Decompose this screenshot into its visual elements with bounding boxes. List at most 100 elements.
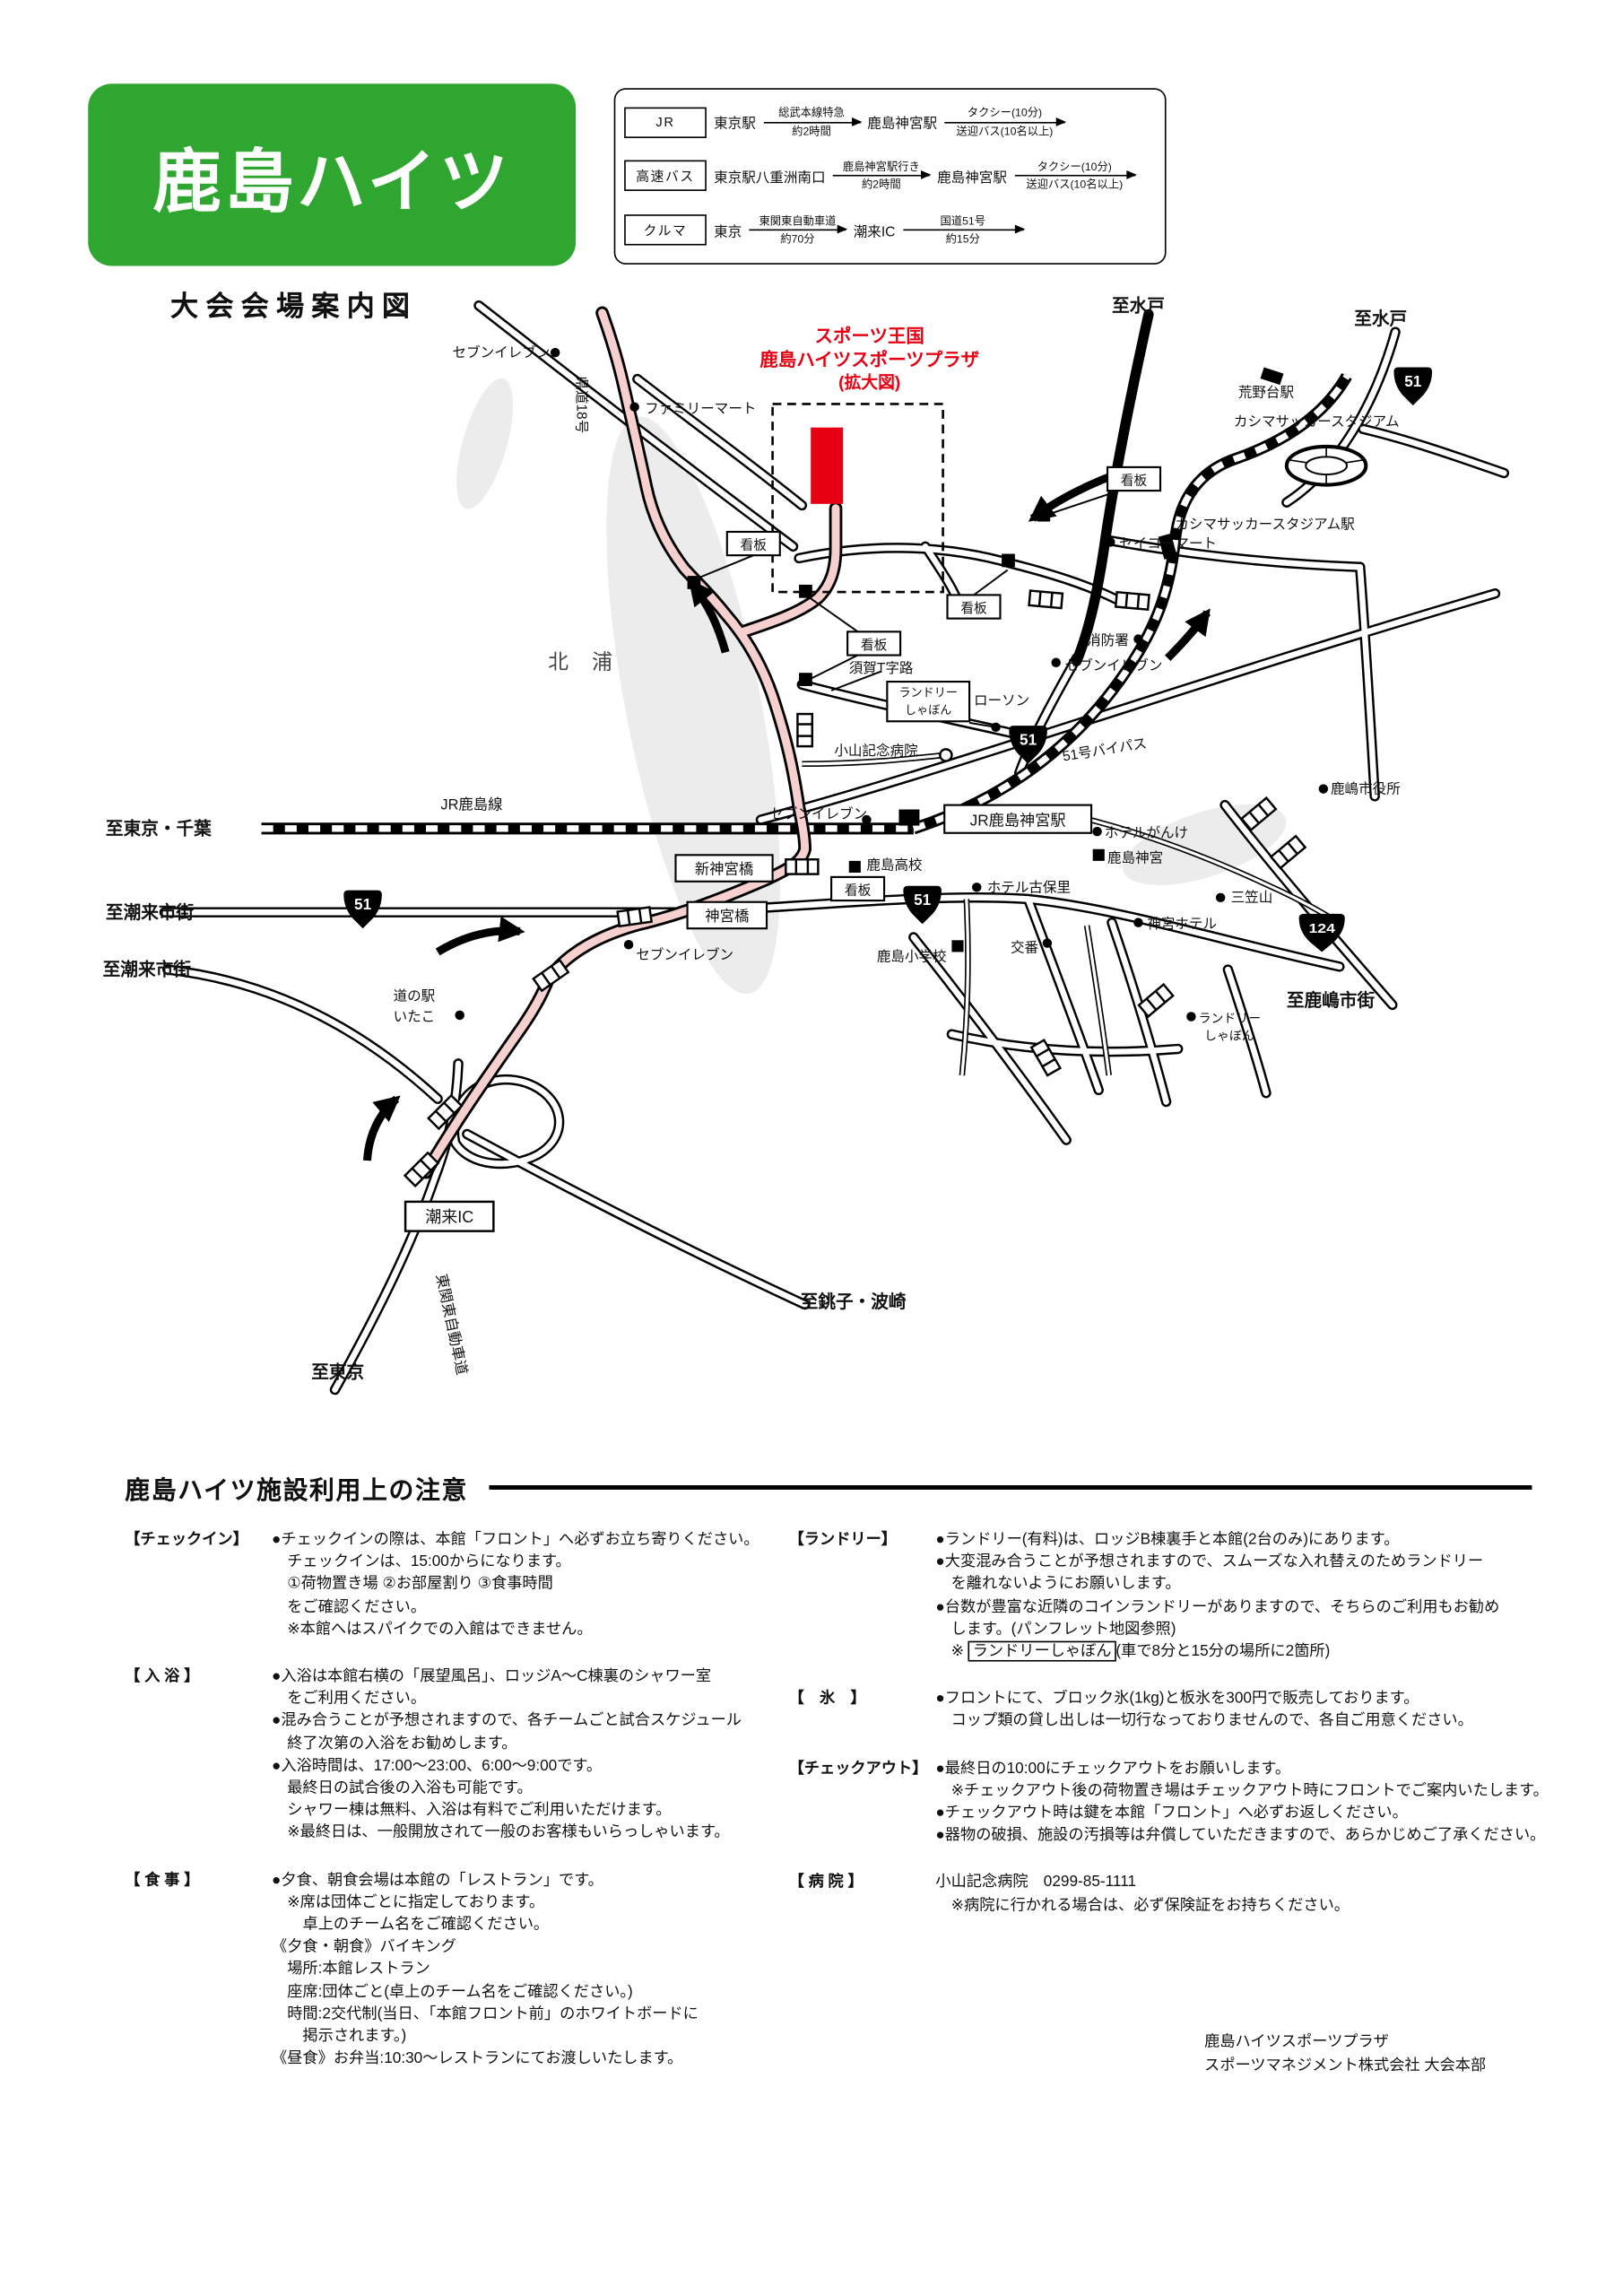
route-segment: タクシー(10分) 送迎バス(10名以上) xyxy=(1014,161,1137,193)
seiko-mart-dot xyxy=(1106,537,1115,547)
access-row-highway-bus: 高速バス 東京駅八重洲南口 鹿島神宮駅行き 約2時間 鹿島神宮駅 タクシー(10… xyxy=(624,150,1156,203)
section-laundry: 【ランドリー】 ●ランドリー(有料)は、ロッジB棟裏手と本館(2台のみ)にありま… xyxy=(789,1529,1549,1663)
svg-text:看板: 看板 xyxy=(741,537,768,553)
seven-eleven-dot xyxy=(623,939,634,950)
logo-title: 鹿島ハイツ xyxy=(152,142,512,220)
heading-rule xyxy=(488,1485,1532,1490)
section-hospital: 【 病 院 】 小山記念病院 0299-85-1111 ※病院に行かれる場合は、… xyxy=(788,1874,1350,1914)
arrow-right-icon xyxy=(749,224,848,234)
organizer-line1: 鹿島ハイツスポーツプラザ xyxy=(1204,2032,1389,2051)
label-higashi-kanto-expwy: 東関東自動車道 xyxy=(433,1273,470,1377)
svg-text:51: 51 xyxy=(1020,730,1037,748)
kanban-square xyxy=(799,584,812,598)
svg-text:51: 51 xyxy=(1404,372,1422,390)
michinoeki-dot xyxy=(455,1010,464,1021)
label-mikasayama: 三笠山 xyxy=(1231,890,1273,906)
section-checkout: 【チェックアウト】 ●最終日の10:00にチェックアウトをお願いします。 ※チェ… xyxy=(788,1759,1549,1845)
laundry-shabon-note: ※ ランドリーしゃぼん(車で8分と15分の場所に2箇所) xyxy=(950,1640,1331,1662)
laundry-shabon-box: ランドリー しゃぼん xyxy=(886,680,971,723)
map-title: 大会会場案内図 xyxy=(170,291,418,324)
label-kashima-stadium: カシマサッカースタジアム xyxy=(1234,413,1400,430)
label-michinoeki: いたこ xyxy=(394,1008,436,1024)
seven-eleven-dot xyxy=(550,347,560,358)
kanban-box: 看板 xyxy=(946,594,1002,620)
shin-jingu-bridge-box: 新神宮橋 xyxy=(674,854,774,883)
label-suga-t: 須賀T字路 xyxy=(849,660,914,676)
svg-text:ランドリー: ランドリー xyxy=(898,685,957,699)
label-seven-eleven: セブンイレブン xyxy=(769,804,867,822)
route-124-shield: 124 xyxy=(1298,913,1345,952)
organizer-footer: 鹿島ハイツスポーツプラザ スポーツマネジメント株式会社 大会本部 xyxy=(1204,2031,1486,2077)
itako-ic-box: 潮来IC xyxy=(404,1200,495,1232)
label-seven-eleven: セブンイレブン xyxy=(453,344,551,361)
label-jr-kashima-line: JR鹿島線 xyxy=(440,797,502,813)
hotel-kohori-dot xyxy=(972,883,982,892)
svg-text:潮来IC: 潮来IC xyxy=(425,1208,473,1226)
route-segment: 国道51号 約15分 xyxy=(902,214,1025,247)
facility-notes: 鹿島ハイツ施設利用上の注意 【チェックイン】 ●チェックインの際は、本館「フロン… xyxy=(125,1469,1549,2096)
svg-text:51: 51 xyxy=(914,891,932,909)
label-to-itako: 至潮来市街 xyxy=(103,960,192,980)
label-venue-line2: 鹿島ハイツスポーツプラザ xyxy=(759,349,979,370)
stadium-icon xyxy=(1284,444,1368,487)
mode-box-car: クルマ xyxy=(624,214,707,246)
mode-box-jr: JR xyxy=(624,107,707,138)
route-51-shield: 51 xyxy=(343,890,382,929)
logo-kashima-heights: 鹿島ハイツ xyxy=(88,83,577,266)
label-lawson: ローソン xyxy=(974,693,1029,709)
section-meal: 【 食 事 】 ●夕食、朝食会場は本館の「レストラン」です。 ※席は団体ごとに指… xyxy=(125,1871,699,2068)
kashima-hs-square xyxy=(848,860,861,873)
minor-road-centers xyxy=(802,753,1335,1076)
stop-label: 鹿島神宮駅 xyxy=(867,116,938,133)
koban-dot xyxy=(1042,938,1053,948)
label-city-office: 鹿嶋市役所 xyxy=(1331,781,1401,797)
label-venue-line3: (拡大図) xyxy=(838,371,900,391)
label-laundry-shabon: ランドリー xyxy=(1199,1011,1262,1025)
label-kendo-18: 県道18号 xyxy=(574,376,590,433)
seven-eleven-dot xyxy=(1051,657,1061,667)
label-hotel-ganke: ホテルがんけ xyxy=(1105,825,1188,841)
venue-building xyxy=(811,427,844,504)
minor-roads xyxy=(802,752,1336,1076)
label-venue-line1: スポーツ王国 xyxy=(814,326,924,347)
route-segment: タクシー(10分) 送迎バス(10名以上) xyxy=(944,107,1067,139)
fire-station-dot xyxy=(1133,634,1143,644)
jingu-bridge-box: 神宮橋 xyxy=(686,900,768,930)
svg-text:新神宮橋: 新神宮橋 xyxy=(695,862,754,878)
label-to-tokyo: 至東京 xyxy=(311,1361,364,1382)
svg-text:看板: 看板 xyxy=(845,883,872,899)
kanban-square xyxy=(799,673,812,686)
route-51-shield: 51 xyxy=(1393,367,1433,406)
family-mart-dot xyxy=(629,402,639,412)
arrow-right-icon xyxy=(762,117,862,126)
route-segment: 鹿島神宮駅行き 約2時間 xyxy=(832,161,932,193)
label-seven-eleven: セブンイレブン xyxy=(1065,657,1163,674)
svg-text:JR鹿島神宮駅: JR鹿島神宮駅 xyxy=(970,812,1066,830)
svg-text:124: 124 xyxy=(1308,921,1334,935)
notes-left-column: 【チェックイン】 ●チェックインの際は、本館「フロント」へ必ずお立ち寄りください… xyxy=(125,1529,788,2095)
arrow-right-icon xyxy=(902,224,1025,234)
kanban-box: 看板 xyxy=(725,530,781,557)
jingu-hotel-dot xyxy=(1133,918,1143,927)
label-arano-station: 荒野台駅 xyxy=(1238,384,1295,400)
stop-label: 東京 xyxy=(714,224,742,241)
arrow-right-icon xyxy=(1014,170,1137,180)
route-shields: 51 51 51 51 124 xyxy=(343,367,1433,952)
notes-heading: 鹿島ハイツ施設利用上の注意 xyxy=(125,1476,468,1505)
label-kashima-hs: 鹿島高校 xyxy=(866,857,923,874)
venue-map: 看板 看板 看板 看板 看板 新神宮橋 神宮橋 JR鹿島神宮駅 潮来IC ランド… xyxy=(103,295,1510,1396)
koyama-hospital-circle xyxy=(939,748,953,762)
svg-text:看板: 看板 xyxy=(861,637,888,653)
label-to-kashima-city: 至鹿嶋市街 xyxy=(1287,990,1376,1011)
jr-kashima-jingu-station-box: JR鹿島神宮駅 xyxy=(943,804,1093,834)
label-michinoeki: 道の駅 xyxy=(394,987,436,1004)
arrow-right-icon xyxy=(832,170,932,180)
poi-markers xyxy=(455,347,1368,1022)
label-to-mito: 至水戸 xyxy=(1112,295,1165,316)
label-kashima-es: 鹿島小学校 xyxy=(877,948,947,964)
hotel-ganke-dot xyxy=(1092,826,1102,837)
notes-heading-row: 鹿島ハイツ施設利用上の注意 xyxy=(125,1469,1532,1506)
label-fire-station: 消防署 xyxy=(1087,632,1129,648)
kanban-box: 看板 xyxy=(846,631,902,657)
route-51-shield: 51 xyxy=(903,885,942,925)
